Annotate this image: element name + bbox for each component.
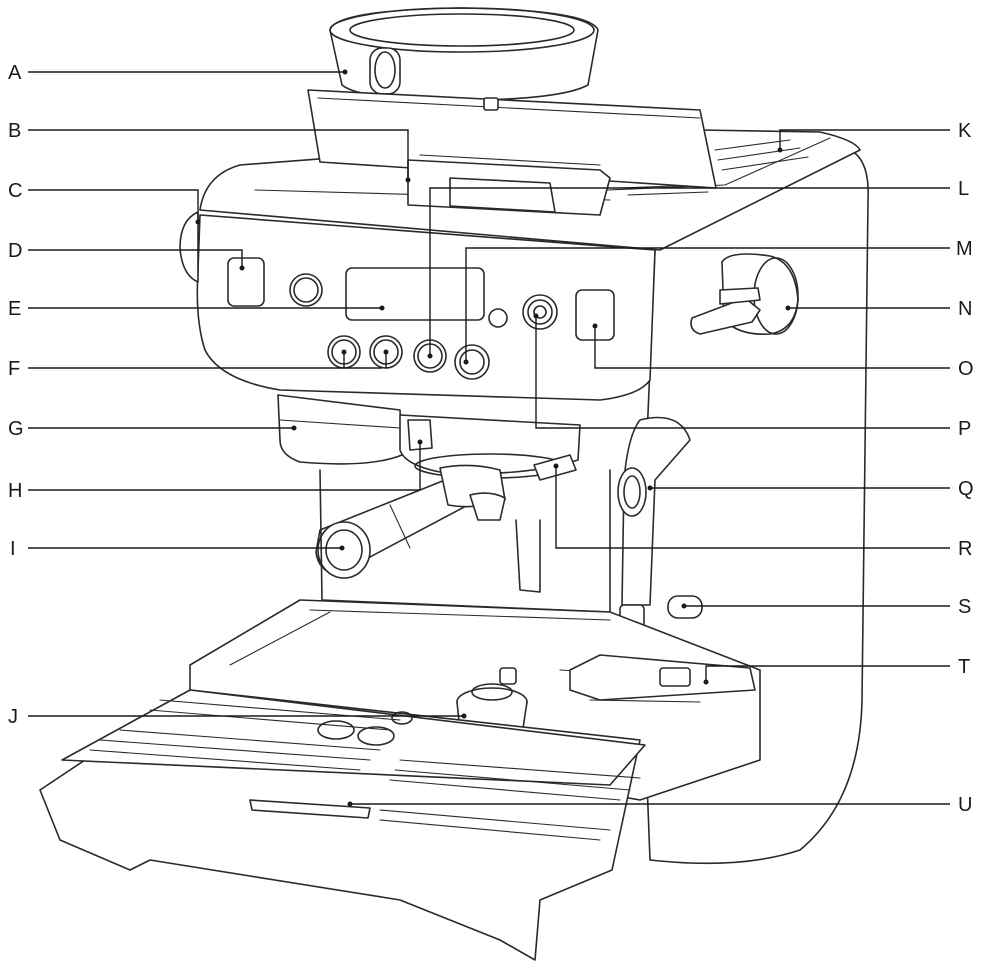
leader-R — [555, 466, 950, 549]
label-A: A — [8, 62, 22, 84]
leader-L — [429, 187, 950, 356]
display-screen — [345, 267, 485, 321]
label-D: D — [8, 240, 22, 262]
label-K: K — [958, 120, 972, 142]
label-B: B — [8, 120, 21, 142]
leader-P — [535, 316, 950, 429]
grinder-outlet — [277, 394, 403, 465]
label-R: R — [958, 538, 972, 560]
label-P: P — [958, 418, 971, 440]
leader-K — [779, 129, 950, 150]
label-L: L — [958, 178, 969, 200]
label-M: M — [956, 238, 973, 260]
label-G: G — [8, 418, 24, 440]
label-E: E — [8, 298, 21, 320]
callout-lines — [28, 69, 950, 807]
label-S: S — [958, 596, 971, 618]
leader-M — [465, 247, 950, 362]
leader-C — [28, 189, 199, 222]
small-indicator — [488, 308, 508, 328]
portafilter — [315, 464, 506, 579]
drip-tray — [39, 689, 646, 961]
left-button-D — [227, 257, 265, 307]
label-C: C — [8, 180, 22, 202]
steam-knob — [690, 253, 799, 336]
callout-labels: A B C D E F G H I J K L M N O P Q R S T … — [8, 62, 974, 816]
grind-size-knob — [179, 211, 199, 283]
label-I: I — [10, 538, 16, 560]
label-O: O — [958, 358, 974, 380]
bean-hopper — [329, 7, 599, 101]
label-T: T — [958, 656, 970, 678]
label-N: N — [958, 298, 972, 320]
label-U: U — [958, 794, 972, 816]
leader-D — [28, 249, 243, 268]
label-F: F — [8, 358, 20, 380]
leader-O — [594, 326, 950, 369]
leader-H — [28, 442, 421, 491]
espresso-machine-drawing — [39, 7, 869, 961]
leader-T — [705, 665, 950, 682]
label-Q: Q — [958, 478, 974, 500]
label-J: J — [8, 706, 18, 728]
leader-B — [28, 129, 409, 180]
label-H: H — [8, 480, 22, 502]
